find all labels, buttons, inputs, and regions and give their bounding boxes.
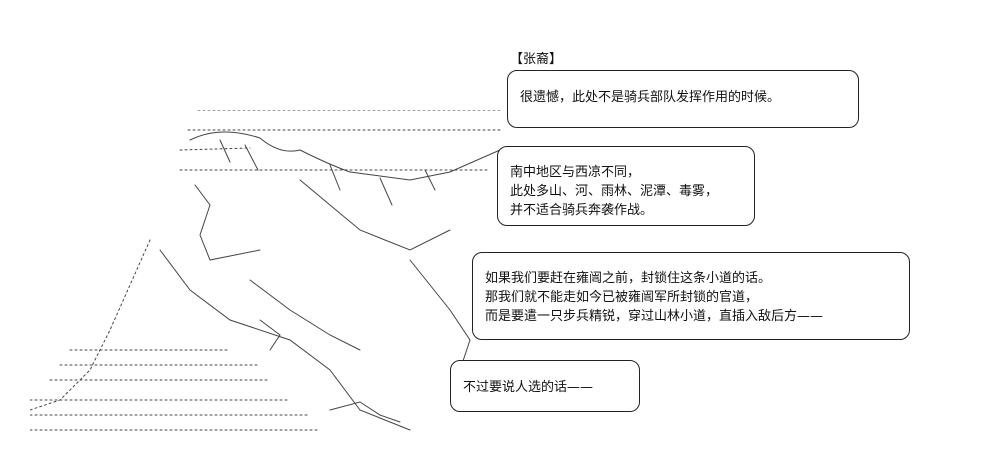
ascii-art-character: [30, 110, 501, 431]
speech-bubble: 南中地区与西凉不同， 此处多山、河、雨林、泥潭、毒雾， 并不适合骑兵奔袭作战。: [497, 146, 755, 226]
bubble-line: 此处多山、河、雨林、泥潭、毒雾，: [510, 184, 719, 199]
figure-strokes: [30, 110, 501, 431]
bubble-line: 那我们就不能走如今已被雍闿军所封锁的官道，: [485, 290, 759, 305]
speech-bubble: 很遗憾，此处不是骑兵部队发挥作用的时候。: [507, 70, 859, 128]
speaker-name: 【张裔】: [510, 52, 563, 67]
bubble-line: 南中地区与西凉不同，: [510, 165, 641, 180]
speech-bubble: 如果我们要赶在雍闿之前，封锁住这条小道的话。 那我们就不能走如今已被雍闿军所封锁…: [472, 252, 910, 340]
bubble-line: 并不适合骑兵奔袭作战。: [510, 203, 654, 218]
speech-bubble: 不过要说人选的话——: [450, 360, 640, 412]
bubble-line: 不过要说人选的话——: [463, 380, 594, 395]
bubble-line: 如果我们要赶在雍闿之前，封锁住这条小道的话。: [485, 271, 772, 286]
bubble-line: 很遗憾，此处不是骑兵部队发挥作用的时候。: [520, 90, 781, 105]
bubble-line: 而是要遣一只步兵精锐，穿过山林小道，直插入敌后方——: [485, 309, 824, 324]
